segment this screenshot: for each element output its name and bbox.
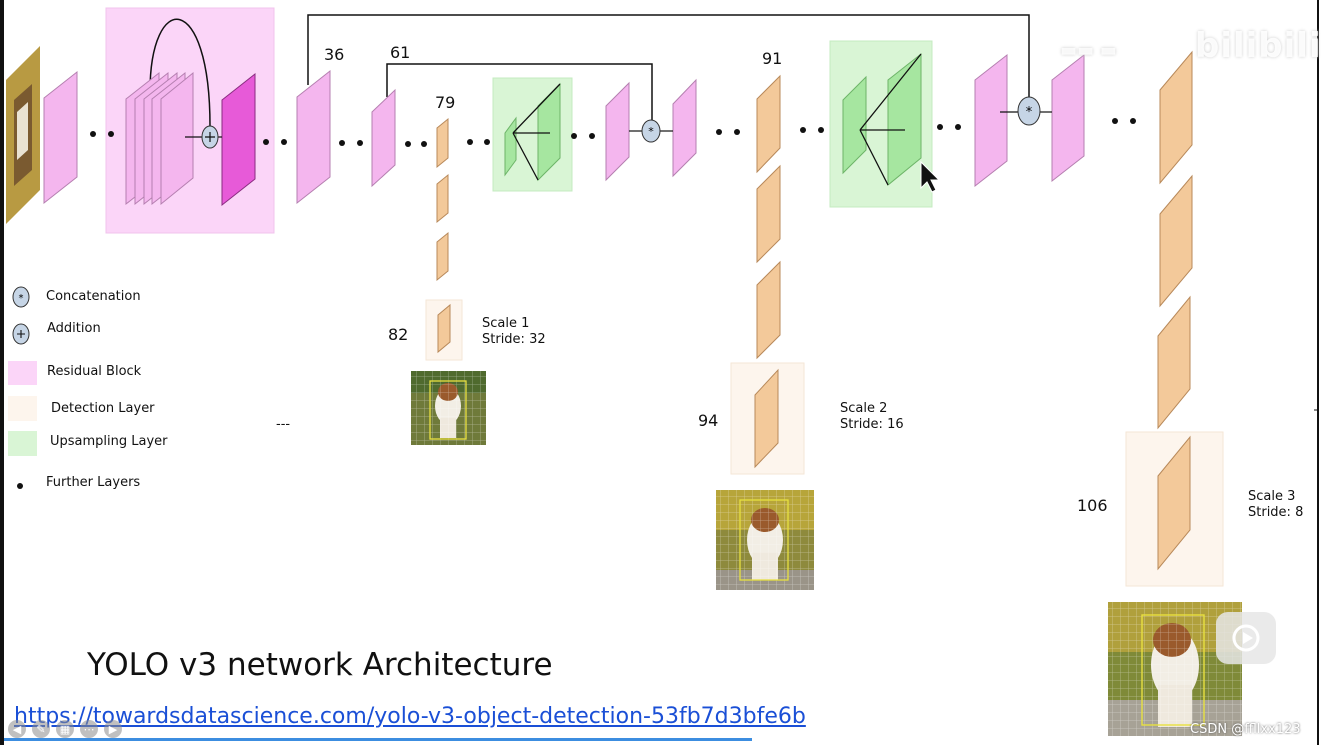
- upsampling-swatch: [8, 431, 37, 456]
- input-image: [6, 46, 40, 224]
- dog-thumbnail-scale1: [411, 371, 486, 445]
- legend-residual-block: Residual Block: [47, 364, 142, 379]
- scale-2-name: Scale 2: [840, 401, 888, 416]
- residual-loop: [149, 18, 211, 127]
- concatenation-operator-1: *: [629, 119, 673, 143]
- upsampling-layers: [504, 52, 922, 187]
- grid-icon[interactable]: ▦: [56, 720, 74, 738]
- legend-further-layers: Further Layers: [46, 475, 141, 490]
- scale-3-stride: Stride: 8: [1248, 505, 1304, 520]
- player-controls: ◀ ✎ ▦ ⋯ ▶: [8, 718, 122, 740]
- bilibili-watermark-text: ▬▬ ▬: [1060, 40, 1117, 61]
- scale-3-label: Scale 3 Stride: 8: [1248, 489, 1303, 521]
- further-layer-dot-icon: [17, 483, 23, 489]
- play-button[interactable]: [1216, 612, 1276, 664]
- slide-title: YOLO v3 network Architecture: [87, 647, 553, 683]
- legend-upsampling-layer: Upsampling Layer: [50, 434, 168, 449]
- skip-connection-61: [386, 63, 653, 121]
- layer-number-106: 106: [1077, 496, 1108, 515]
- csdn-watermark: CSDN @ffllxx123: [1190, 722, 1301, 737]
- play-icon: [1232, 624, 1260, 652]
- next-icon[interactable]: ▶: [104, 720, 122, 738]
- pen-icon[interactable]: ✎: [32, 720, 50, 738]
- more-icon[interactable]: ⋯: [80, 720, 98, 738]
- addition-operator: [201, 125, 219, 149]
- scale-1-name: Scale 1: [482, 316, 530, 331]
- layer-number-61: 61: [390, 43, 411, 62]
- layer-number-36: 36: [324, 45, 345, 64]
- scale-1-label: Scale 1 Stride: 32: [482, 316, 546, 348]
- detection-swatch: [8, 396, 37, 421]
- upsampling-lines: [512, 53, 922, 186]
- prev-icon[interactable]: ◀: [8, 720, 26, 738]
- dash-mark: ---: [276, 417, 291, 432]
- residual-swatch: [8, 361, 37, 385]
- legend-addition: Addition: [47, 321, 101, 336]
- scale-3-name: Scale 3: [1248, 489, 1296, 504]
- scale-2-label: Scale 2 Stride: 16: [840, 401, 904, 433]
- concatenation-icon: [12, 286, 30, 308]
- svg-text:*: *: [648, 125, 654, 138]
- scale-2-stride: Stride: 16: [840, 417, 904, 432]
- skip-connection-36: [307, 14, 1030, 100]
- concatenation-operator-2: *: [1000, 96, 1052, 126]
- layer-number-79: 79: [435, 93, 456, 112]
- legend-symbols: *: [8, 286, 37, 489]
- layer-number-82: 82: [388, 325, 409, 344]
- frame-edge-left: [0, 0, 4, 745]
- svg-text:*: *: [19, 293, 24, 304]
- source-link[interactable]: https://towardsdatascience.com/yolo-v3-o…: [14, 704, 806, 729]
- layer-number-91: 91: [762, 49, 783, 68]
- scale-1-stride: Stride: 32: [482, 332, 546, 347]
- dog-thumbnail-scale2: [716, 490, 814, 590]
- progress-bar[interactable]: [4, 738, 752, 741]
- frame-edge-right: [1317, 0, 1319, 745]
- svg-text:*: *: [1026, 105, 1033, 120]
- residual-layers: [43, 53, 1085, 207]
- legend-detection-layer: Detection Layer: [51, 401, 155, 416]
- cursor-icon: [920, 160, 941, 193]
- bilibili-logo: bilibili: [1195, 26, 1322, 66]
- further-layer-dots: [90, 118, 1136, 147]
- detection-layers: [436, 50, 1193, 571]
- legend-concatenation: Concatenation: [46, 289, 141, 304]
- layer-number-94: 94: [698, 411, 719, 430]
